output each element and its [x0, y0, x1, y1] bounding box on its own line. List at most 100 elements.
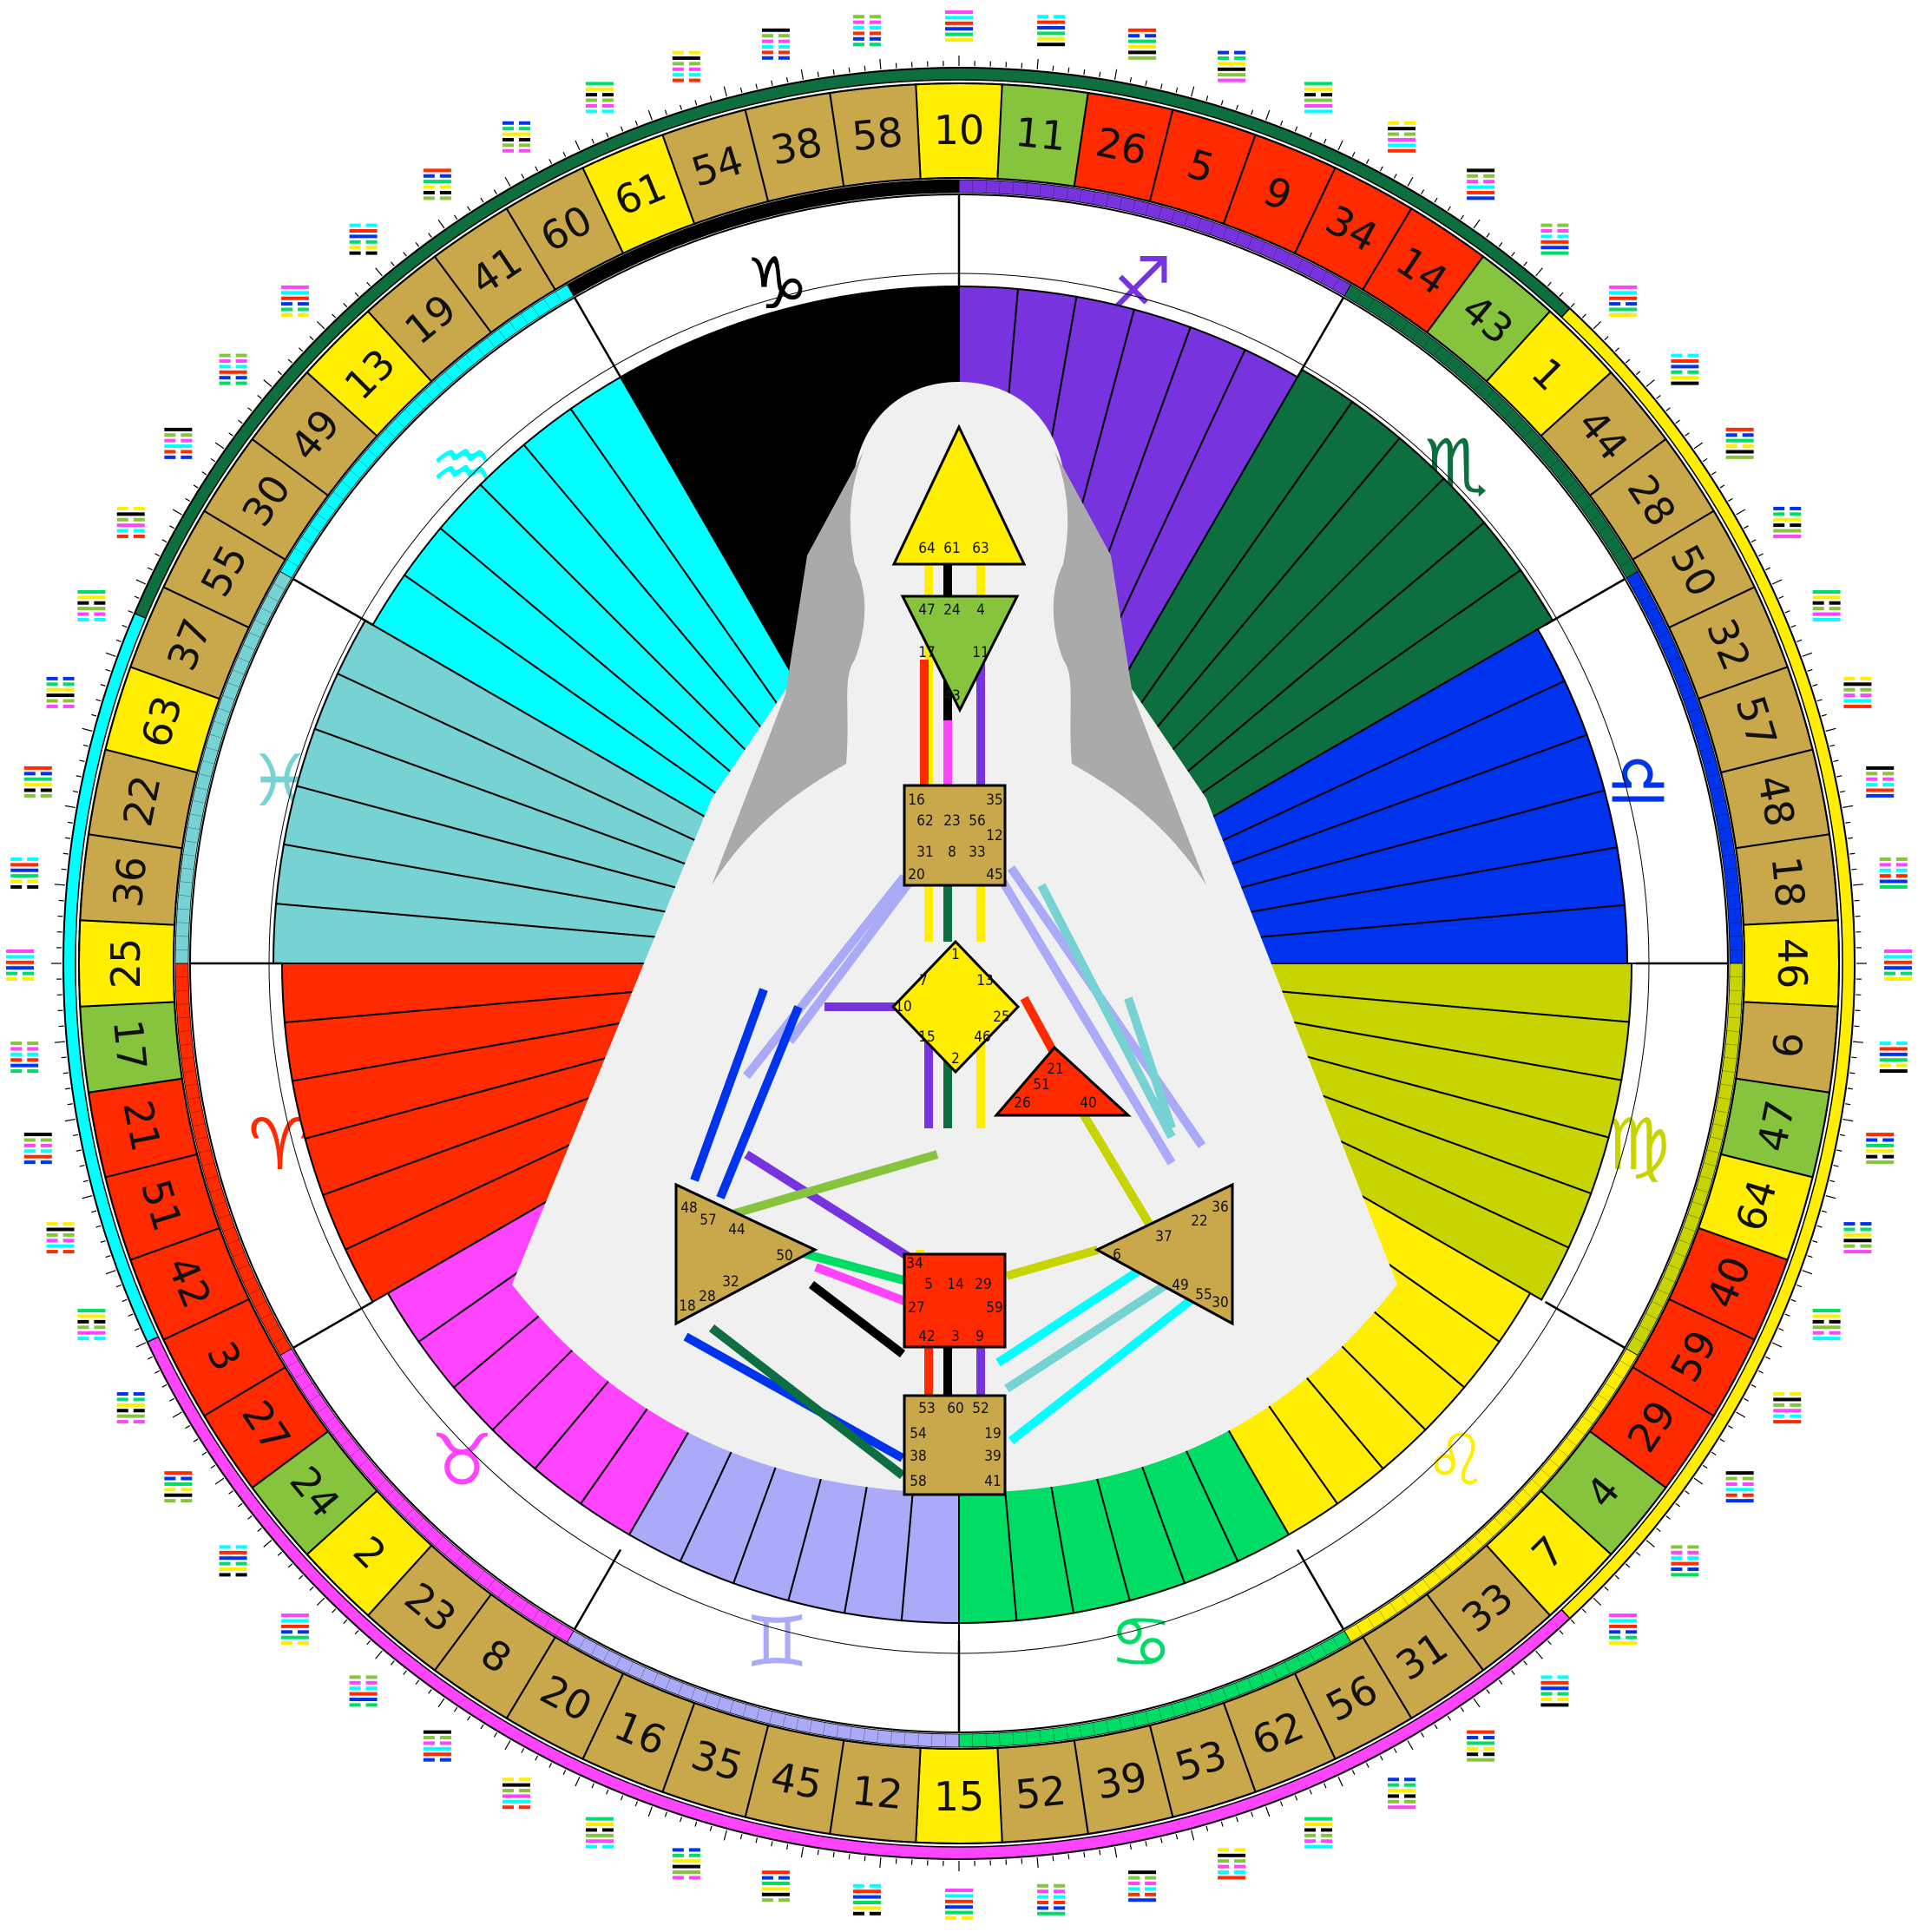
- gate-number: 10: [934, 107, 985, 154]
- hexagram-line: [585, 1817, 614, 1821]
- hexagram-line: [852, 15, 864, 19]
- hexagram-line: [1128, 56, 1157, 60]
- hexagram-icon: [1540, 1675, 1569, 1707]
- degree-tick: [785, 1843, 789, 1850]
- strip-tick: [931, 180, 933, 194]
- hexagram-line: [164, 1476, 176, 1481]
- degree-tick: [228, 432, 233, 437]
- hexagram-line: [502, 143, 514, 148]
- hexagram-line: [94, 1325, 106, 1330]
- strip-tick: [999, 181, 1001, 194]
- hexagram-line: [46, 682, 58, 687]
- hexagram-line: [62, 704, 75, 708]
- strip-tick: [1475, 380, 1484, 391]
- hexagram-line: [1467, 168, 1495, 173]
- hexagram-line: [601, 1844, 614, 1849]
- hexagram-line: [1404, 1799, 1416, 1804]
- hexagram-line: [585, 1844, 597, 1849]
- degree-tick: [201, 1451, 207, 1456]
- hexagram-line: [46, 1222, 58, 1226]
- strip-tick: [317, 1405, 328, 1414]
- sacral-center: [903, 1252, 1007, 1349]
- hexagram-line: [945, 38, 973, 42]
- hexagram-line: [869, 20, 881, 24]
- hexagram-line: [1218, 1870, 1230, 1875]
- hexagram-line: [164, 433, 176, 437]
- hexagram-line: [219, 1556, 247, 1561]
- degree-tick: [709, 95, 713, 102]
- hexagram-line: [852, 1895, 881, 1899]
- strip-tick: [1171, 209, 1176, 223]
- degree-tick: [375, 267, 383, 277]
- hexagram-line: [133, 534, 145, 538]
- hexagram-line: [23, 1133, 52, 1137]
- strip-tick: [1052, 185, 1055, 199]
- degree-tick: [504, 1740, 511, 1751]
- hexagram-line: [62, 1239, 75, 1243]
- strip-tick: [769, 202, 773, 216]
- degree-tick: [1113, 69, 1118, 80]
- hexagram-line: [1388, 132, 1400, 136]
- hexagram-line: [1812, 601, 1824, 605]
- strip-tick: [179, 881, 193, 884]
- degree-tick: [1802, 652, 1813, 657]
- degree-tick: [1421, 1732, 1425, 1738]
- degree-tick: [1434, 197, 1438, 203]
- degree-tick: [1812, 684, 1818, 687]
- hexagram-line: [40, 1143, 52, 1147]
- hexagram-line: [1388, 127, 1416, 131]
- strip-tick: [863, 185, 866, 199]
- hexagram-line: [365, 1686, 378, 1691]
- center-gate-number: 13: [976, 972, 993, 989]
- hexagram-line: [688, 1876, 700, 1880]
- hexagram-line: [94, 617, 106, 621]
- hexagram-line: [423, 185, 435, 189]
- degree-tick: [606, 1789, 609, 1795]
- strip-tick: [367, 1469, 378, 1478]
- strip-tick: [358, 1458, 369, 1468]
- degree-tick: [1645, 1540, 1655, 1548]
- strip-tick: [1259, 241, 1266, 254]
- degree-tick: [864, 65, 866, 71]
- degree-tick: [366, 281, 371, 287]
- strip-tick: [1566, 480, 1577, 490]
- hexagram-line: [1671, 1567, 1683, 1572]
- hexagram-line: [1879, 857, 1891, 861]
- strip-tick: [201, 1162, 215, 1166]
- hexagram-line: [585, 103, 597, 108]
- gate-outer-circle: [78, 82, 1840, 1844]
- degree-tick: [1736, 1411, 1746, 1418]
- hexagram-line: [164, 455, 176, 459]
- hexagram-line: [164, 427, 193, 431]
- strip-tick: [317, 513, 328, 522]
- hexagram-line: [1725, 1482, 1737, 1486]
- strip-tick: [1531, 1479, 1542, 1488]
- center-gate-number: 62: [916, 812, 933, 830]
- strip-tick: [455, 363, 464, 373]
- hexagram-icon: [116, 1392, 145, 1424]
- hexagram-line: [1671, 1573, 1699, 1577]
- center-gate-number: 16: [908, 792, 924, 809]
- degree-tick: [1736, 509, 1746, 516]
- center-gate-number: 3: [951, 1328, 960, 1345]
- strip-tick: [1703, 760, 1717, 765]
- degree-tick: [79, 759, 85, 762]
- center-gate-number: 8: [948, 844, 956, 861]
- gate-number: 58: [850, 108, 905, 160]
- strip-tick: [1247, 1678, 1253, 1691]
- hexagram-line: [1687, 1567, 1699, 1572]
- hexagram-line: [181, 450, 193, 454]
- hexagram-line: [181, 433, 193, 437]
- solar-center: [1094, 1182, 1234, 1326]
- center-gate-number: 38: [910, 1448, 926, 1465]
- degree-tick: [1279, 120, 1284, 126]
- strip-tick: [742, 1704, 747, 1718]
- center-gate-number: 27: [908, 1299, 924, 1317]
- hexagram-line: [10, 884, 23, 889]
- degree-tick: [65, 1088, 71, 1090]
- strip-tick: [716, 1696, 721, 1709]
- degree-tick: [504, 176, 511, 187]
- hexagram-icon: [349, 1675, 378, 1707]
- hexagram-line: [10, 874, 39, 878]
